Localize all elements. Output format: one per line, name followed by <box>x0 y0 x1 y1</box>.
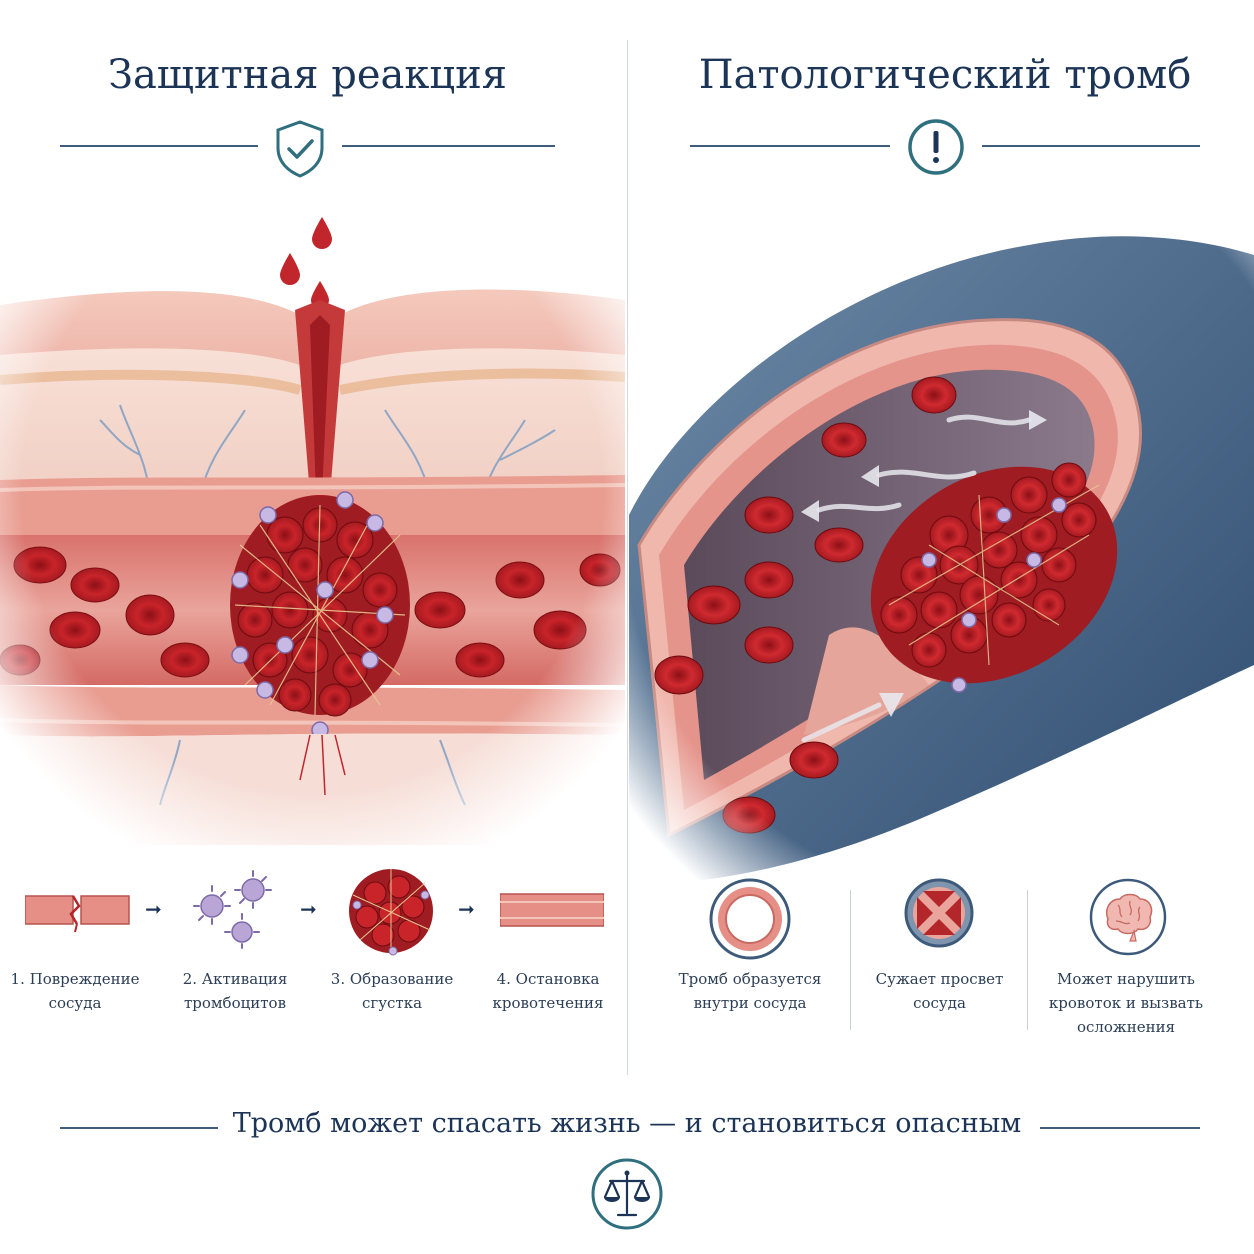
damaged-vessel-icon <box>25 895 130 933</box>
bottom-rule-right <box>1040 1127 1200 1129</box>
right-title: Патологический тромб <box>698 52 1192 98</box>
brain-icon <box>1089 878 1167 956</box>
fact-caption-3: Может нарушить кровоток и вызвать осложн… <box>1038 967 1214 1039</box>
left-title: Защитная реакция <box>108 52 507 98</box>
left-title-rule-left <box>60 145 258 147</box>
step-caption-4-line1: 4. Остановка <box>496 970 600 988</box>
fact-caption-3-line1: Может нарушить <box>1057 970 1195 988</box>
fact-caption-1-line1: Тромб образуется <box>678 970 822 988</box>
step-caption-2: 2. Активация тромбоцитов <box>165 967 305 1015</box>
step-caption-3-line2: сгустка <box>361 994 423 1012</box>
activated-platelets-icon <box>193 870 272 949</box>
bottom-tagline: Тромб может спасать жизнь — и становитьс… <box>232 1108 1022 1139</box>
fact-caption-1-line2: внутри сосуда <box>693 994 807 1012</box>
vessel-cross-section-icon <box>709 878 791 960</box>
healed-vessel-icon <box>500 893 604 927</box>
exclamation-circle-icon <box>908 119 964 175</box>
fact-caption-3-line3: осложнения <box>1076 1018 1176 1036</box>
fact-caption-1: Тромб образуется внутри сосуда <box>670 967 830 1015</box>
left-title-rule-right <box>342 145 555 147</box>
bottom-rule-left <box>60 1127 218 1129</box>
thrombus-vessel-illustration <box>629 215 1254 885</box>
right-title-rule-right <box>982 145 1200 147</box>
step-caption-3-line1: 3. Образование <box>330 970 454 988</box>
fact-caption-3-line2: кровоток и вызвать <box>1048 994 1204 1012</box>
step-arrow-2: ➞ <box>300 897 317 921</box>
step-caption-1-line1: 1. Повреждение <box>10 970 140 988</box>
fact-caption-2: Сужает просвет сосуда <box>862 967 1017 1015</box>
fact-caption-2-line2: сосуда <box>913 994 966 1012</box>
clot-formation-icon <box>349 869 433 956</box>
step-caption-4-line2: кровотечения <box>492 994 604 1012</box>
fact-caption-2-line1: Сужает просвет <box>875 970 1004 988</box>
step-arrow-3: ➞ <box>458 897 475 921</box>
step-caption-1-line2: сосуда <box>48 994 102 1012</box>
scales-icon <box>591 1158 663 1230</box>
step-caption-3: 3. Образование сгустка <box>322 967 462 1015</box>
step-caption-2-line1: 2. Активация <box>182 970 288 988</box>
step-caption-4: 4. Остановка кровотечения <box>478 967 618 1015</box>
center-divider <box>627 40 628 1075</box>
wound-clot-illustration <box>0 205 625 845</box>
narrowed-lumen-icon <box>904 878 974 948</box>
step-caption-2-line2: тромбоцитов <box>183 994 287 1012</box>
step-arrow-1: ➞ <box>145 897 162 921</box>
fact-separator-1 <box>850 890 851 1030</box>
step-caption-1: 1. Повреждение сосуда <box>5 967 145 1015</box>
fact-separator-2 <box>1027 890 1028 1030</box>
shield-check-icon <box>276 120 324 178</box>
right-title-rule-left <box>690 145 890 147</box>
